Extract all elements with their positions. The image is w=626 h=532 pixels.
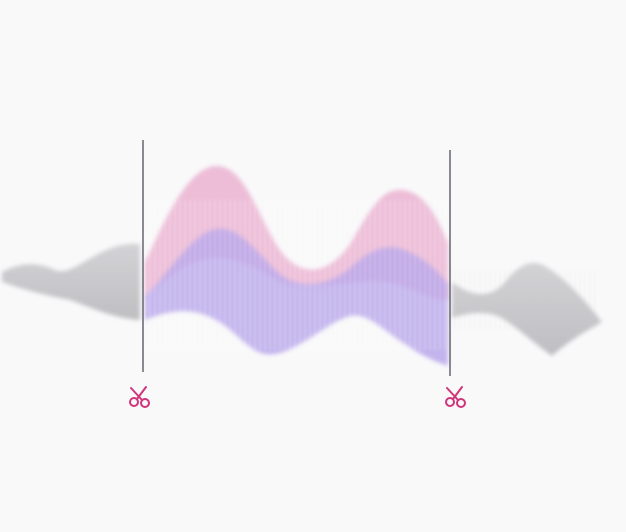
waveform-right-unselected	[452, 262, 602, 356]
scissors-icon[interactable]	[445, 386, 466, 408]
waveform-left-unselected	[2, 243, 140, 320]
waveform-selected-lower	[145, 228, 448, 366]
scissors-icon[interactable]	[129, 386, 150, 408]
